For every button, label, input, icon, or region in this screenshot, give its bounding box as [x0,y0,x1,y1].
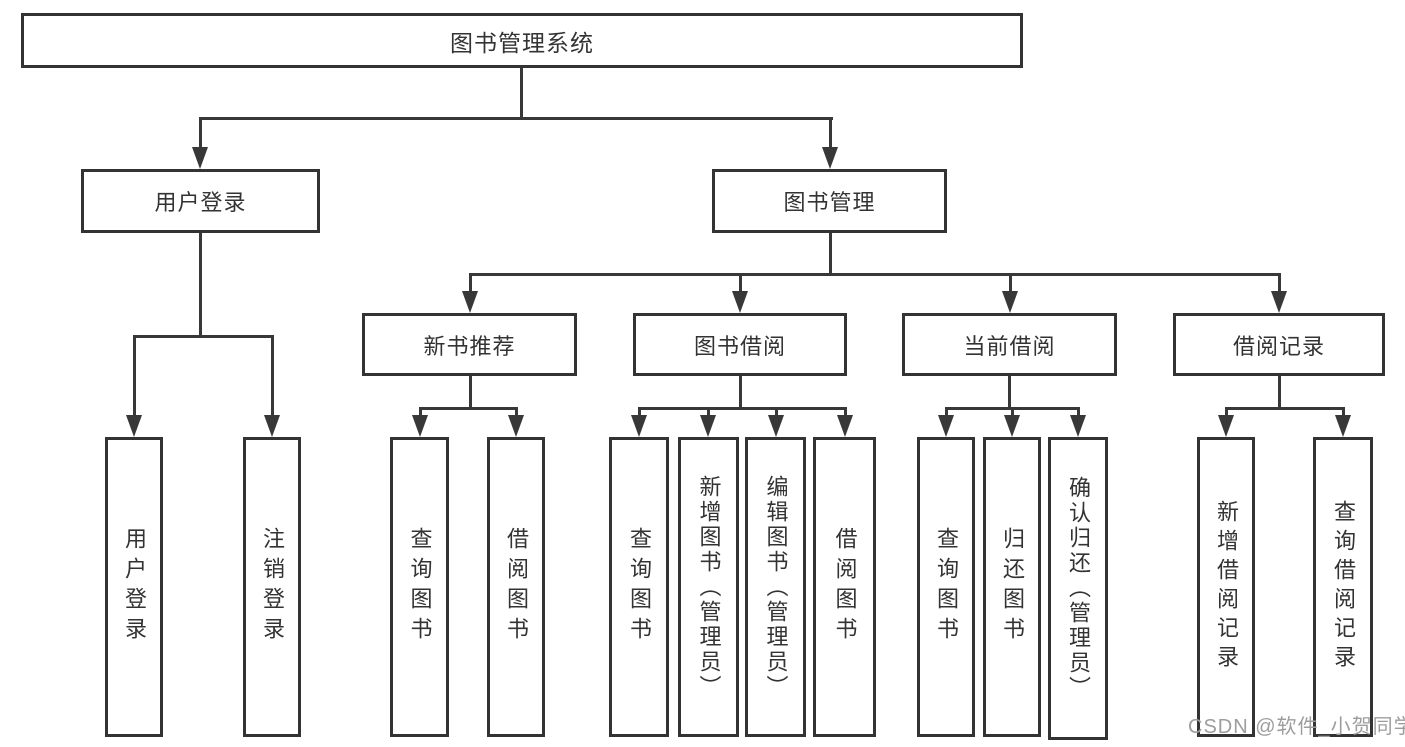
node-user-login: 用户登录 [81,169,320,233]
leaf-logout: 注销登录 [243,437,301,737]
arrow-to-logout [264,336,280,437]
arrow-to-login [126,336,142,437]
node-current-borrow-label: 当前借阅 [963,333,1056,359]
leaf-br-query-borrow-record: 查询借阅记录 [1313,437,1373,737]
node-borrow-records-label: 借阅记录 [1232,333,1325,359]
leaf-bb-add-books-admin: 新增图书（管理员） [678,437,739,737]
arrow-to-user-login [192,118,208,169]
arrow-to-br-query-record [1335,408,1351,437]
leaf-cb-query-books-label: 查询图书 [934,527,959,647]
edge-borrow-records-branch [1224,407,1345,410]
edge-new-book-recommend-branch [418,407,518,410]
leaf-bb-query-books: 查询图书 [609,437,669,737]
leaf-bb-add-books-admin-label: 新增图书（管理员） [696,474,722,700]
leaf-bb-query-books-label: 查询图书 [627,527,652,647]
leaf-nb-query-books-label: 查询图书 [407,527,433,647]
edge-borrow-records-stem [1277,376,1281,409]
leaf-nb-query-books: 查询图书 [390,437,449,737]
leaf-cb-query-books: 查询图书 [917,437,975,737]
leaf-login-label: 用户登录 [122,527,147,647]
leaf-nb-borrow-books: 借阅图书 [487,437,545,737]
edge-book-borrow-branch [637,407,847,410]
leaf-br-add-borrow-record: 新增借阅记录 [1197,437,1255,737]
arrow-to-book-borrow [732,274,748,313]
node-book-borrow-label: 图书借阅 [693,333,786,359]
node-book-borrow: 图书借阅 [633,313,847,376]
arrow-to-new-book-recommend [462,274,478,313]
arrow-to-bb-borrow-books [837,408,853,437]
edge-root-branch [198,117,833,120]
leaf-logout-label: 注销登录 [260,527,285,647]
leaf-bb-borrow-books: 借阅图书 [813,437,876,737]
edge-book-borrow-stem [738,376,742,409]
arrow-to-cb-query-books [938,408,954,437]
node-root-label: 图书管理系统 [450,29,594,56]
leaf-login: 用户登录 [105,437,163,737]
node-user-login-label: 用户登录 [154,190,247,215]
arrow-to-current-borrow [1002,274,1018,313]
node-book-management: 图书管理 [712,169,947,233]
arrow-to-nb-borrow-books [508,408,524,437]
leaf-bb-borrow-books-label: 借阅图书 [832,527,858,647]
arrow-to-br-add-record [1218,408,1234,437]
arrow-to-nb-query-books [412,408,428,437]
csdn-watermark: CSDN @软件_小贺同学 [1188,716,1405,738]
leaf-cb-confirm-return-admin-label: 确认归还（管理员） [1066,476,1091,701]
edge-book-management-stem [828,233,832,275]
leaf-bb-edit-books-admin-label: 编辑图书（管理员） [763,474,789,700]
edge-current-borrow-stem [1008,376,1011,409]
leaf-nb-borrow-books-label: 借阅图书 [504,527,529,647]
leaf-bb-edit-books-admin: 编辑图书（管理员） [745,437,806,737]
leaf-br-add-borrow-record-label: 新增借阅记录 [1214,500,1239,674]
arrow-to-cb-confirm-return [1070,408,1086,437]
leaf-br-query-borrow-record-label: 查询借阅记录 [1331,500,1356,674]
arrow-to-cb-return-books [1004,408,1020,437]
node-borrow-records: 借阅记录 [1173,313,1385,376]
arrow-to-bb-query-books [631,408,647,437]
leaf-cb-return-books-label: 归还图书 [1000,527,1025,647]
edge-book-management-branch [468,273,1281,276]
edge-new-book-recommend-stem [468,376,472,409]
node-root: 图书管理系统 [21,13,1023,68]
edge-user-login-stem [198,233,202,337]
arrow-to-bb-edit-books [768,408,784,437]
edge-root-stem [519,68,523,118]
arrow-to-book-management [822,118,838,169]
node-new-book-recommend-label: 新书推荐 [423,333,516,359]
edge-user-login-branch [132,335,274,338]
node-current-borrow: 当前借阅 [902,313,1117,376]
leaf-cb-return-books: 归还图书 [983,437,1041,737]
node-book-management-label: 图书管理 [783,190,876,215]
arrow-to-bb-add-books [700,408,716,437]
arrow-to-borrow-records [1271,274,1287,313]
leaf-cb-confirm-return-admin: 确认归还（管理员） [1048,437,1108,740]
node-new-book-recommend: 新书推荐 [362,313,577,376]
